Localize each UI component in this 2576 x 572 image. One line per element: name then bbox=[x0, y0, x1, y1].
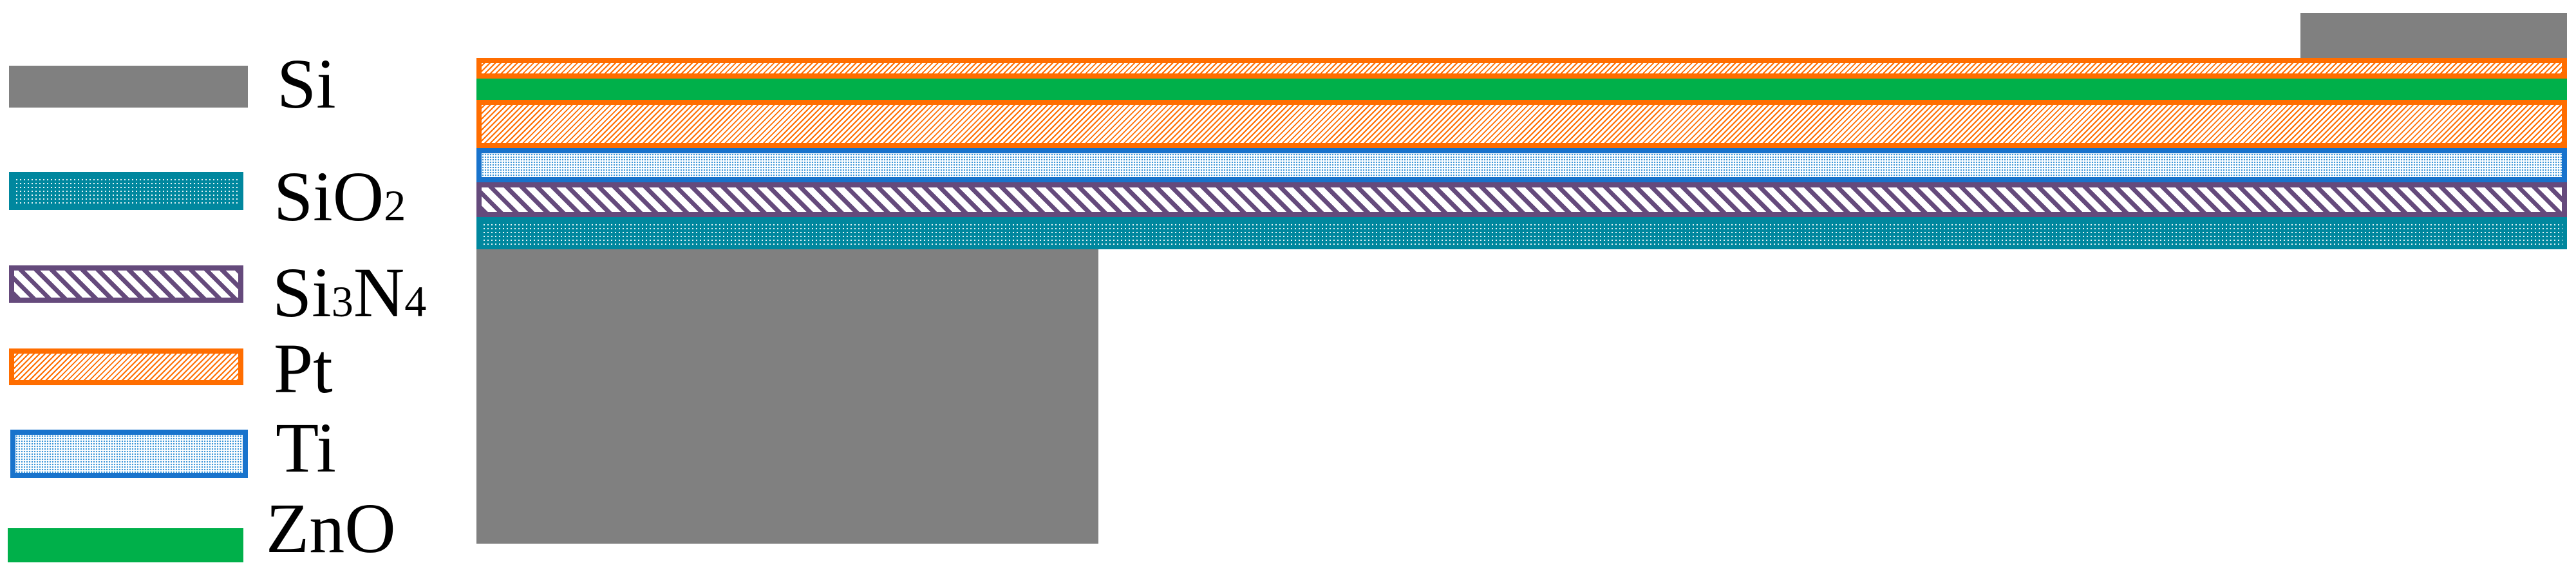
legend-swatch-ti bbox=[10, 430, 248, 478]
legend-label-si3n4: Si3N4 bbox=[272, 257, 426, 328]
legend-label-ti: Ti bbox=[276, 412, 336, 483]
legend-label-ti-text: Ti bbox=[276, 408, 336, 487]
legend-label-pt: Pt bbox=[274, 333, 333, 404]
legend-label-si3n4-sub4: 4 bbox=[404, 277, 427, 326]
legend-swatch-sio2 bbox=[9, 172, 243, 210]
legend-label-si3n4-n: N bbox=[353, 253, 405, 332]
legend-label-sio2-subscript: 2 bbox=[384, 181, 406, 230]
layer-ti bbox=[476, 148, 2567, 182]
layer-pt-bottom-electrode bbox=[476, 100, 2567, 148]
layer-si-substrate-anchor bbox=[476, 249, 1098, 544]
legend-swatch-pt bbox=[9, 348, 243, 385]
legend-label-zno-text: ZnO bbox=[266, 489, 396, 567]
legend-swatch-si3n4 bbox=[9, 265, 243, 303]
layer-pt-top-electrode bbox=[476, 58, 2567, 79]
legend-label-si: Si bbox=[277, 48, 336, 119]
layer-si-top-mass bbox=[2300, 13, 2567, 58]
legend-swatch-zno bbox=[8, 528, 243, 562]
legend-label-si3n4-sub3: 3 bbox=[331, 277, 353, 326]
layer-si3n4 bbox=[476, 182, 2567, 217]
legend-label-zno: ZnO bbox=[266, 493, 396, 564]
legend-label-sio2-main: SiO bbox=[274, 157, 384, 236]
layer-zno bbox=[476, 79, 2567, 100]
legend-swatch-si bbox=[9, 66, 248, 108]
legend-label-si3n4-si: Si bbox=[272, 253, 332, 332]
layer-sio2 bbox=[476, 217, 2567, 249]
legend-label-pt-text: Pt bbox=[274, 329, 333, 408]
legend-label-si-text: Si bbox=[277, 44, 336, 123]
legend-label-sio2: SiO2 bbox=[274, 161, 406, 232]
